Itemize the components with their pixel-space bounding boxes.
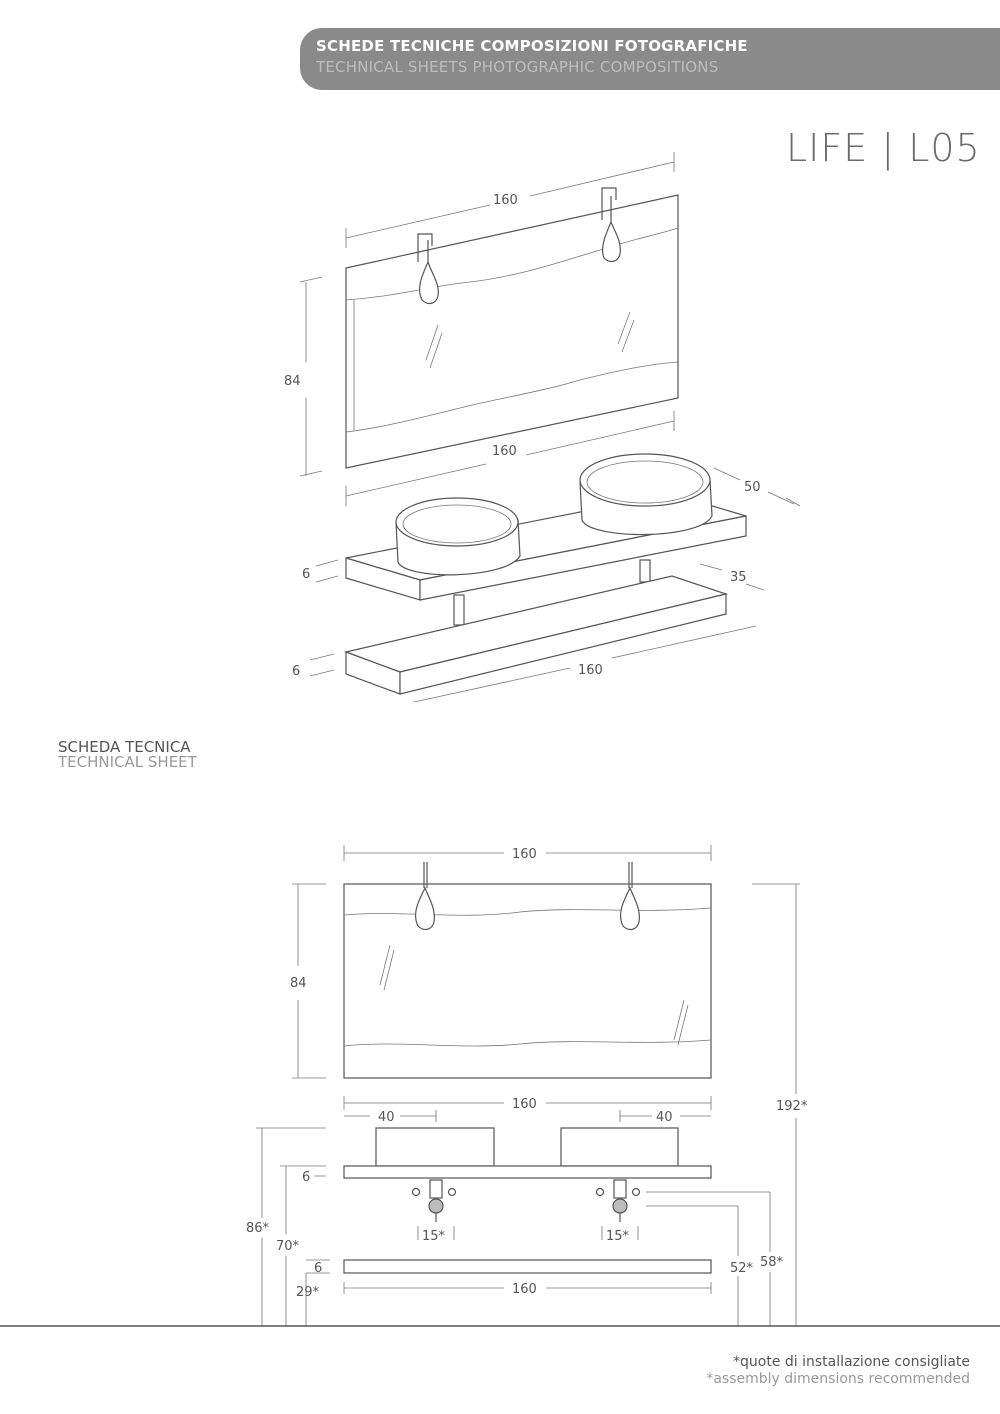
front-dim-top-width: 160 — [512, 1097, 537, 1112]
basin-right — [579, 453, 713, 536]
dim-top-thickness: 6 — [302, 567, 310, 582]
perspective-view: 160 84 160 — [284, 152, 801, 703]
front-lamp-right — [619, 862, 640, 931]
header-title-it: SCHEDE TECNICHE COMPOSIZIONI FOTOGRAFICH… — [316, 37, 748, 55]
support-right — [639, 559, 651, 583]
front-drain-right — [595, 1179, 641, 1222]
sheet-title-it: SCHEDA TECNICA — [58, 738, 191, 756]
basin-left — [395, 497, 521, 576]
lamp-right — [601, 187, 621, 263]
front-dim-shelf-thickness: 6 — [314, 1261, 322, 1276]
front-basin-left — [375, 1127, 495, 1167]
dim-shelf-width: 160 — [578, 663, 603, 678]
dim-shelf-depth: 35 — [730, 570, 747, 585]
header-title-en: TECHNICAL SHEETS PHOTOGRAPHIC COMPOSITIO… — [316, 58, 719, 76]
product-title: LIFE | L05 — [786, 126, 981, 170]
front-dim-70: 70* — [276, 1239, 300, 1254]
front-view: 160 84 192* — [0, 845, 1000, 1327]
countertop-side-face — [419, 515, 747, 601]
dim-mirror-bottom-width: 160 — [492, 444, 517, 459]
front-dim-mirror-width: 160 — [512, 847, 537, 862]
front-dim-drain-right: 15* — [606, 1229, 630, 1244]
mirror-wood-top-edge — [345, 227, 679, 301]
front-dim-52: 52* — [730, 1261, 754, 1276]
front-mirror-wood-bottom — [343, 1039, 712, 1047]
installation-note-it: *quote di installazione consigliate — [733, 1354, 970, 1370]
front-dim-86: 86* — [246, 1221, 270, 1236]
front-mirror-panel — [343, 883, 712, 1079]
front-dim-mirror-height: 84 — [290, 976, 307, 991]
dim-basin-depth: 50 — [744, 480, 761, 495]
mirror-reflection — [617, 311, 631, 345]
dim-mirror-width: 160 — [493, 193, 518, 208]
front-countertop — [343, 1165, 712, 1179]
dim-shelf-thickness: 6 — [292, 664, 300, 679]
mirror-wood-bottom-edge — [345, 361, 679, 433]
mirror-reflection — [425, 324, 439, 361]
front-basin-right — [560, 1127, 679, 1167]
lamp-left — [417, 233, 439, 305]
front-lamp-left — [414, 862, 435, 931]
front-mirror-wood-top — [343, 907, 712, 916]
sheet-title-en: TECHNICAL SHEET — [58, 753, 197, 771]
front-dim-shelf-width: 160 — [512, 1282, 537, 1297]
mirror-panel — [345, 194, 679, 469]
front-shelf — [343, 1259, 712, 1274]
installation-note-en: *assembly dimensions recommended — [706, 1371, 970, 1387]
shelf-side-face — [399, 593, 727, 695]
front-dim-top-thickness: 6 — [302, 1170, 310, 1185]
header-banner — [300, 28, 1000, 90]
front-dim-basin-left: 40 — [378, 1110, 395, 1125]
front-dim-29: 29* — [296, 1285, 320, 1300]
support-left — [453, 594, 465, 626]
dim-mirror-height: 84 — [284, 374, 301, 389]
front-dim-58: 58* — [760, 1255, 784, 1270]
front-dim-basin-right: 40 — [656, 1110, 673, 1125]
front-drain-left — [411, 1179, 457, 1222]
front-dim-total-height: 192* — [776, 1099, 808, 1114]
front-dim-drain-left: 15* — [422, 1229, 446, 1244]
